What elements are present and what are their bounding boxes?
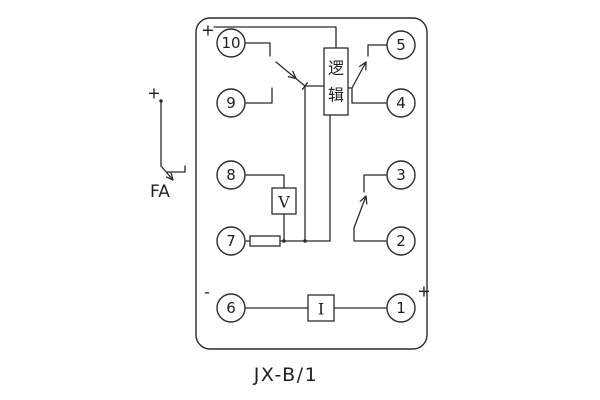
junction-dot bbox=[282, 239, 286, 243]
terminal-1-circle bbox=[386, 293, 416, 323]
logic-label-char-2: 辑 bbox=[328, 86, 344, 105]
terminal-5: 5 bbox=[386, 30, 416, 60]
terminal-1-number: 1 bbox=[396, 299, 406, 317]
terminal-4: 4 bbox=[386, 88, 416, 118]
wire-terminal9-stub bbox=[244, 87, 273, 104]
terminal-3-circle bbox=[386, 160, 416, 190]
fa-label: FA bbox=[150, 182, 170, 202]
terminal-8: 8 bbox=[216, 160, 246, 190]
contact-blade-arrow-3-2 bbox=[359, 195, 368, 205]
terminal-2-circle bbox=[386, 226, 416, 256]
wire-terminal5-stub bbox=[367, 44, 388, 57]
logic-block: 逻 辑 bbox=[323, 47, 349, 116]
terminal-6: 6 bbox=[216, 293, 246, 323]
terminal-9-number: 9 bbox=[226, 94, 236, 112]
terminal-10-circle bbox=[216, 28, 246, 58]
diagram-caption: JX-B/1 bbox=[253, 364, 318, 386]
contact-blade-arrow-5-4 bbox=[358, 61, 367, 71]
terminal-1: 1 bbox=[386, 293, 416, 323]
wire-terminal8-to-voltage bbox=[244, 174, 285, 189]
current-element: I bbox=[307, 294, 335, 322]
terminal-3: 3 bbox=[386, 160, 416, 190]
terminals: 10 9 8 7 6 5 4 3 bbox=[216, 28, 416, 323]
current-box bbox=[307, 294, 335, 322]
terminal-6-circle bbox=[216, 293, 246, 323]
junction-dot bbox=[303, 239, 307, 243]
terminal-8-circle bbox=[216, 160, 246, 190]
terminal-3-number: 3 bbox=[396, 166, 406, 184]
wiring bbox=[213, 26, 388, 309]
logic-box bbox=[323, 47, 349, 116]
terminal-4-circle bbox=[386, 88, 416, 118]
terminal-5-circle bbox=[386, 30, 416, 60]
contact-blade-5-4 bbox=[351, 61, 367, 89]
fa-plus-sign: + bbox=[147, 84, 160, 103]
voltage-box bbox=[271, 187, 297, 215]
voltage-element: V bbox=[271, 187, 297, 215]
contact-blade-10-9 bbox=[275, 61, 306, 87]
terminal-10: 10 bbox=[216, 28, 246, 58]
wire-top-rail bbox=[213, 26, 337, 49]
terminal-10-number: 10 bbox=[221, 34, 240, 52]
wire-terminal4-stub bbox=[347, 87, 388, 104]
fa-blade-arrow bbox=[165, 172, 174, 181]
contact-blade-arrow-10-9 bbox=[287, 70, 297, 80]
terminal-6-number: 6 bbox=[226, 299, 236, 317]
terminal-7-circle bbox=[216, 226, 246, 256]
fa-symbol: + FA bbox=[147, 84, 186, 202]
current-label: I bbox=[318, 300, 324, 319]
terminal-8-number: 8 bbox=[226, 166, 236, 184]
wire-terminal3-stub bbox=[363, 174, 388, 193]
terminal-2-number: 2 bbox=[396, 232, 406, 250]
voltage-label: V bbox=[277, 193, 290, 212]
terminal-7-number: 7 bbox=[226, 232, 236, 250]
contact-blade-3-2 bbox=[353, 195, 367, 229]
polarity-plus-terminal1: + bbox=[417, 282, 430, 301]
terminal-4-number: 4 bbox=[396, 94, 406, 112]
fa-contact-blade bbox=[160, 165, 174, 181]
polarity-minus-terminal6: - bbox=[204, 283, 210, 302]
wire-terminal10-stub bbox=[244, 42, 271, 57]
relay-case-outline bbox=[195, 17, 428, 350]
resistor-element bbox=[249, 235, 281, 247]
terminal-2: 2 bbox=[386, 226, 416, 256]
wire-terminal2-stub bbox=[353, 227, 388, 242]
terminal-9-circle bbox=[216, 88, 246, 118]
terminal-5-number: 5 bbox=[396, 36, 406, 54]
terminal-9: 9 bbox=[216, 88, 246, 118]
polarity-plus-terminal10: + bbox=[201, 21, 214, 40]
terminal-7: 7 bbox=[216, 226, 246, 256]
logic-label-char-1: 逻 bbox=[328, 59, 344, 78]
